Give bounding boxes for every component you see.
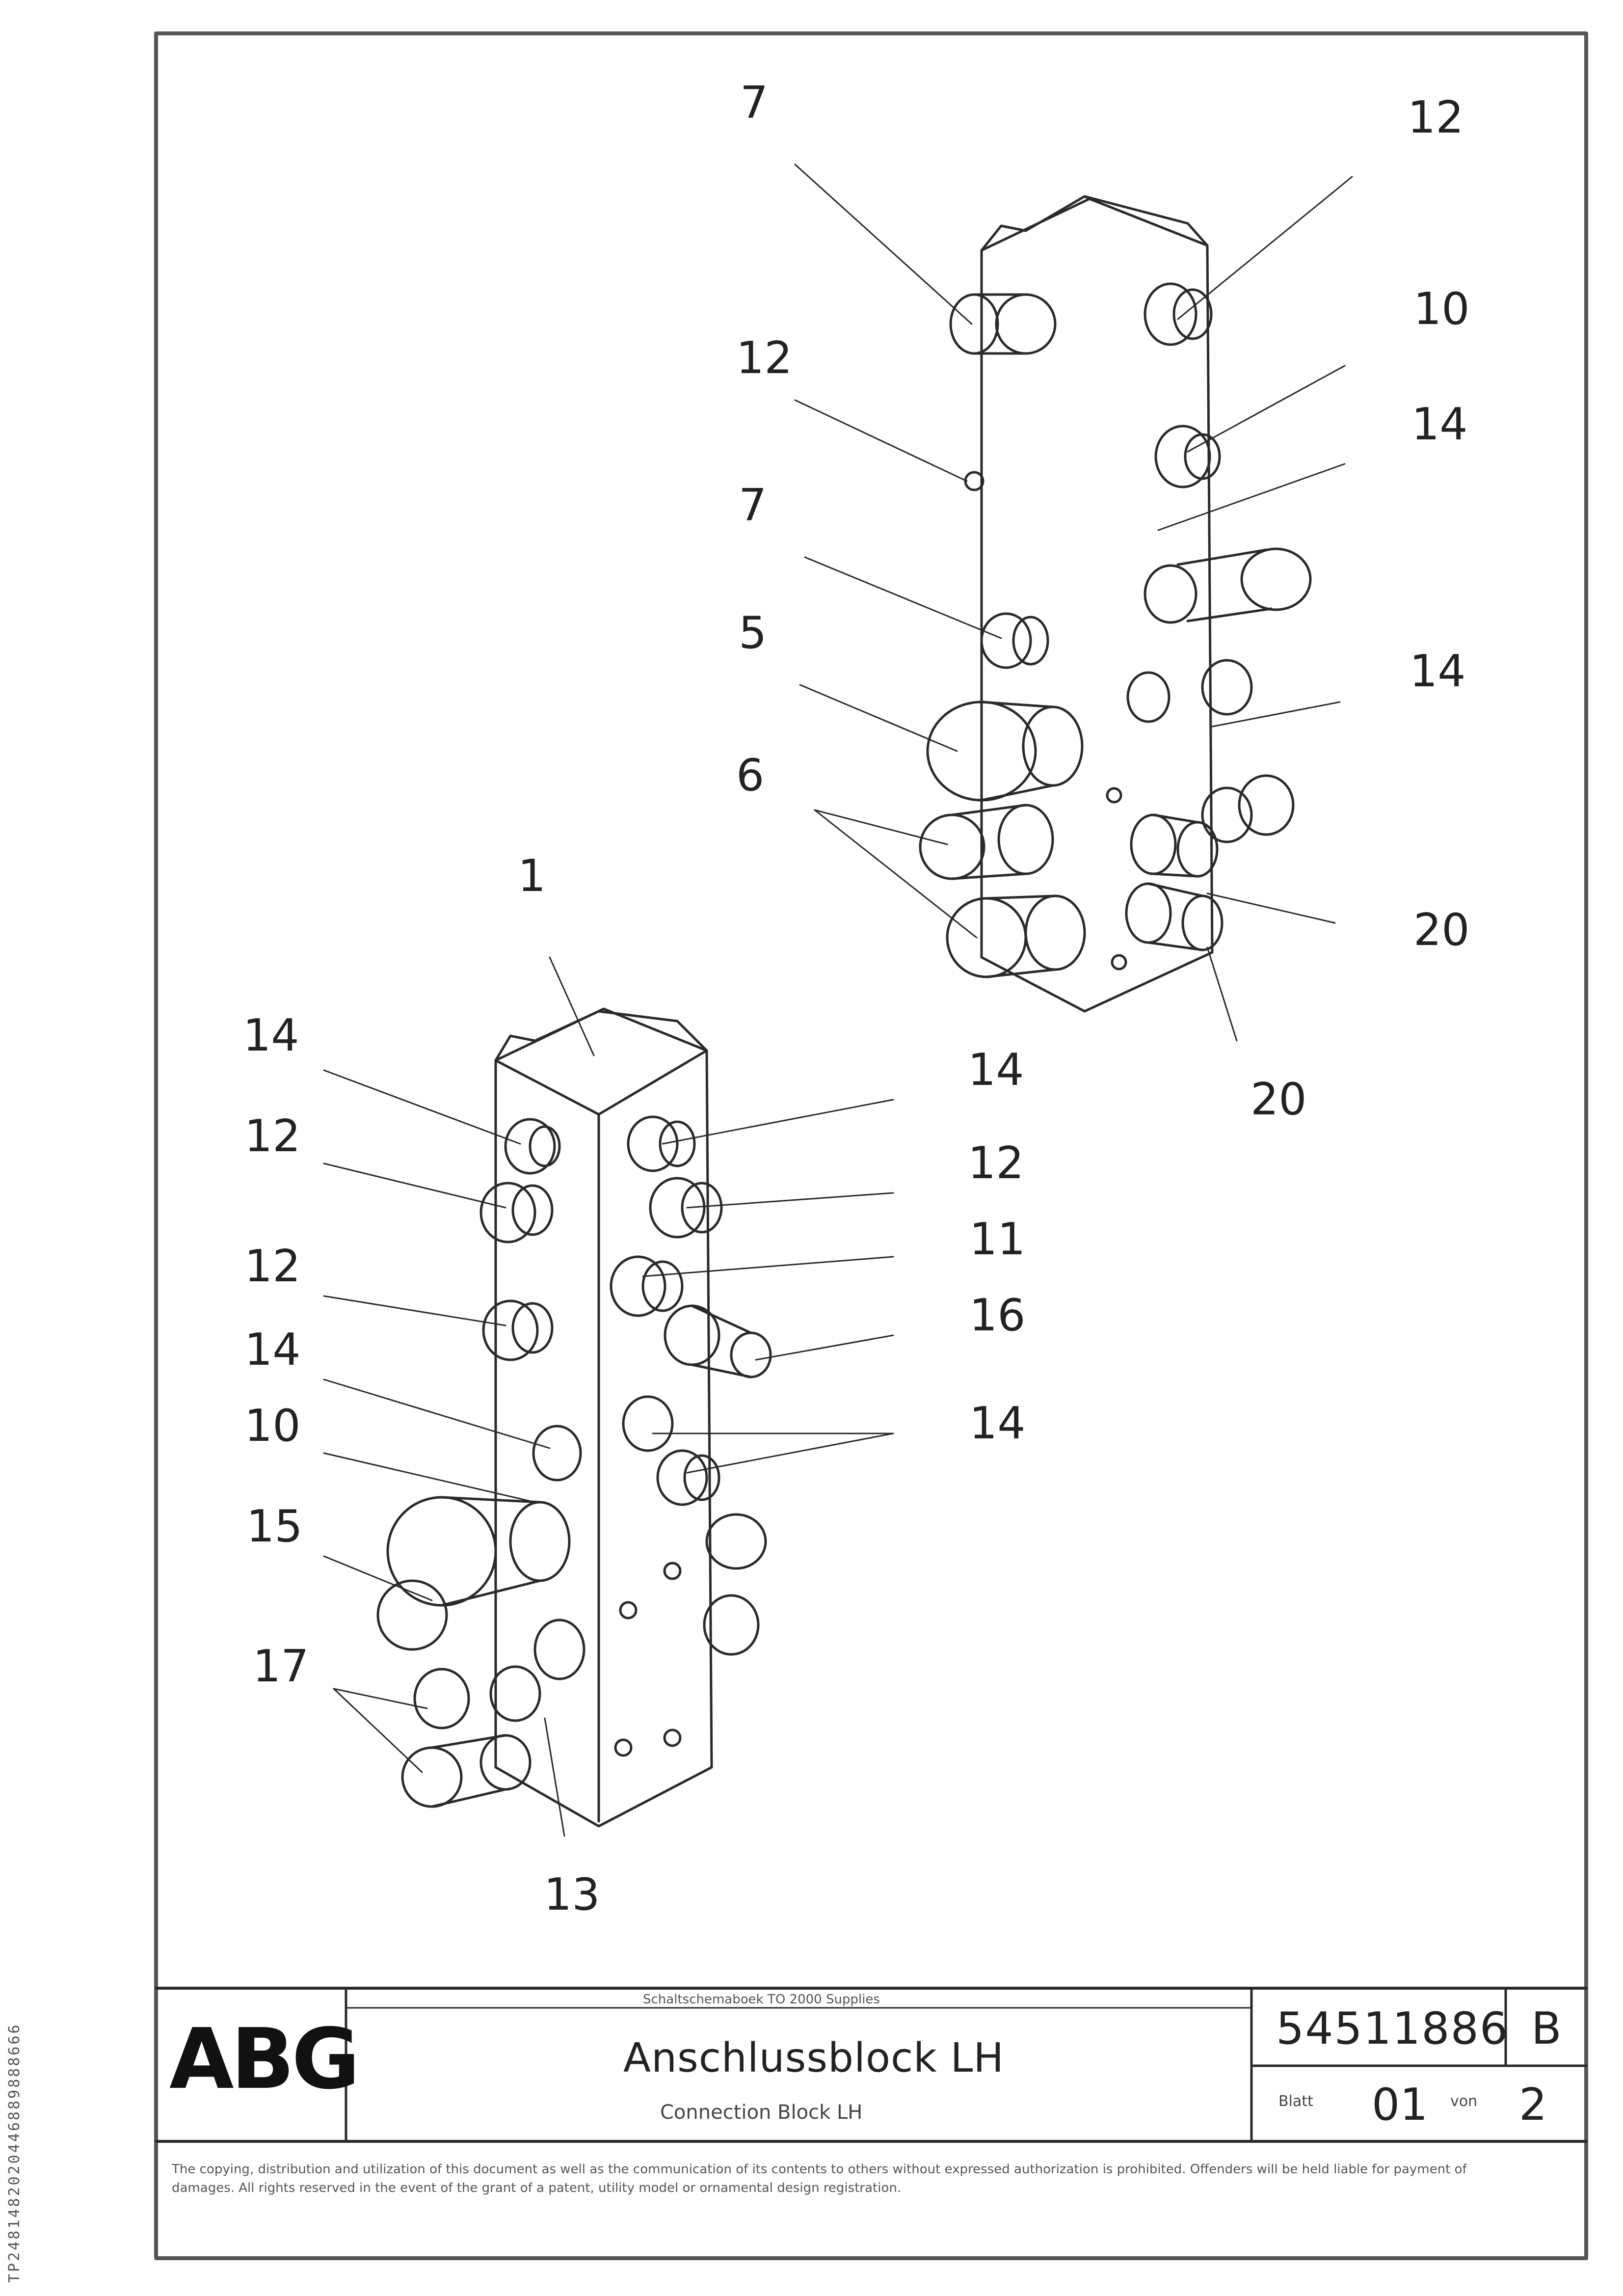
callout-label: 14 [1410, 646, 1466, 697]
callout-label: 14 [968, 1044, 1024, 1096]
callout-label: 15 [246, 1501, 303, 1552]
callout-label: 14 [244, 1324, 301, 1376]
callout-label: 12 [736, 332, 793, 384]
callout-label: 14 [1411, 399, 1468, 450]
callout-label: 11 [969, 1214, 1026, 1265]
side-document-code: TP2481482020446889888666 [6, 2023, 23, 2283]
callout-label: 20 [1251, 1074, 1307, 1125]
of-label: von [1450, 2093, 1478, 2110]
callout-label: 7 [740, 77, 768, 129]
sheet-number: 01 [1372, 2079, 1428, 2131]
drawing-title: Anschlussblock LH [623, 2035, 1005, 2081]
leader-lines [323, 163, 1353, 1837]
sheet-total: 2 [1519, 2079, 1547, 2131]
callout-labels: 7 12 10 12 14 7 5 14 6 1 20 14 14 20 12 12 11 12 16 14 10 14 1… [243, 77, 1470, 1920]
copyright-disclaimer: The copying, distribution and utilizatio… [172, 2162, 1467, 2195]
drawing-frame [154, 31, 1588, 2260]
callout-label: 12 [968, 1137, 1024, 1189]
lower-connection-block [376, 1007, 772, 1828]
callout-label: 14 [243, 1010, 299, 1061]
sheet-label: Blatt [1278, 2093, 1313, 2110]
callout-label: 12 [244, 1241, 301, 1292]
callout-label: 16 [969, 1290, 1026, 1341]
callout-label: 12 [244, 1110, 301, 1162]
revision-letter: B [1531, 2003, 1562, 2054]
drawing-subtitle: Connection Block LH [660, 2101, 863, 2124]
callout-label: 20 [1413, 904, 1470, 956]
callout-label: 6 [736, 750, 764, 801]
callout-label: 5 [739, 607, 767, 659]
callout-label: 10 [244, 1400, 301, 1452]
callout-label: 17 [253, 1641, 309, 1692]
callout-label: 7 [739, 480, 767, 531]
title-block-header: Schaltschemaboek TO 2000 Supplies [643, 1992, 880, 2007]
upper-connection-block [919, 195, 1312, 1013]
callout-label: 10 [1413, 283, 1470, 335]
callout-label: 1 [518, 850, 546, 902]
callout-label: 14 [969, 1398, 1026, 1449]
callout-label: 13 [544, 1869, 600, 1920]
part-number: 54511886 [1276, 2003, 1509, 2054]
callout-label: 12 [1408, 92, 1464, 143]
company-logo: ABG [169, 2011, 360, 2108]
